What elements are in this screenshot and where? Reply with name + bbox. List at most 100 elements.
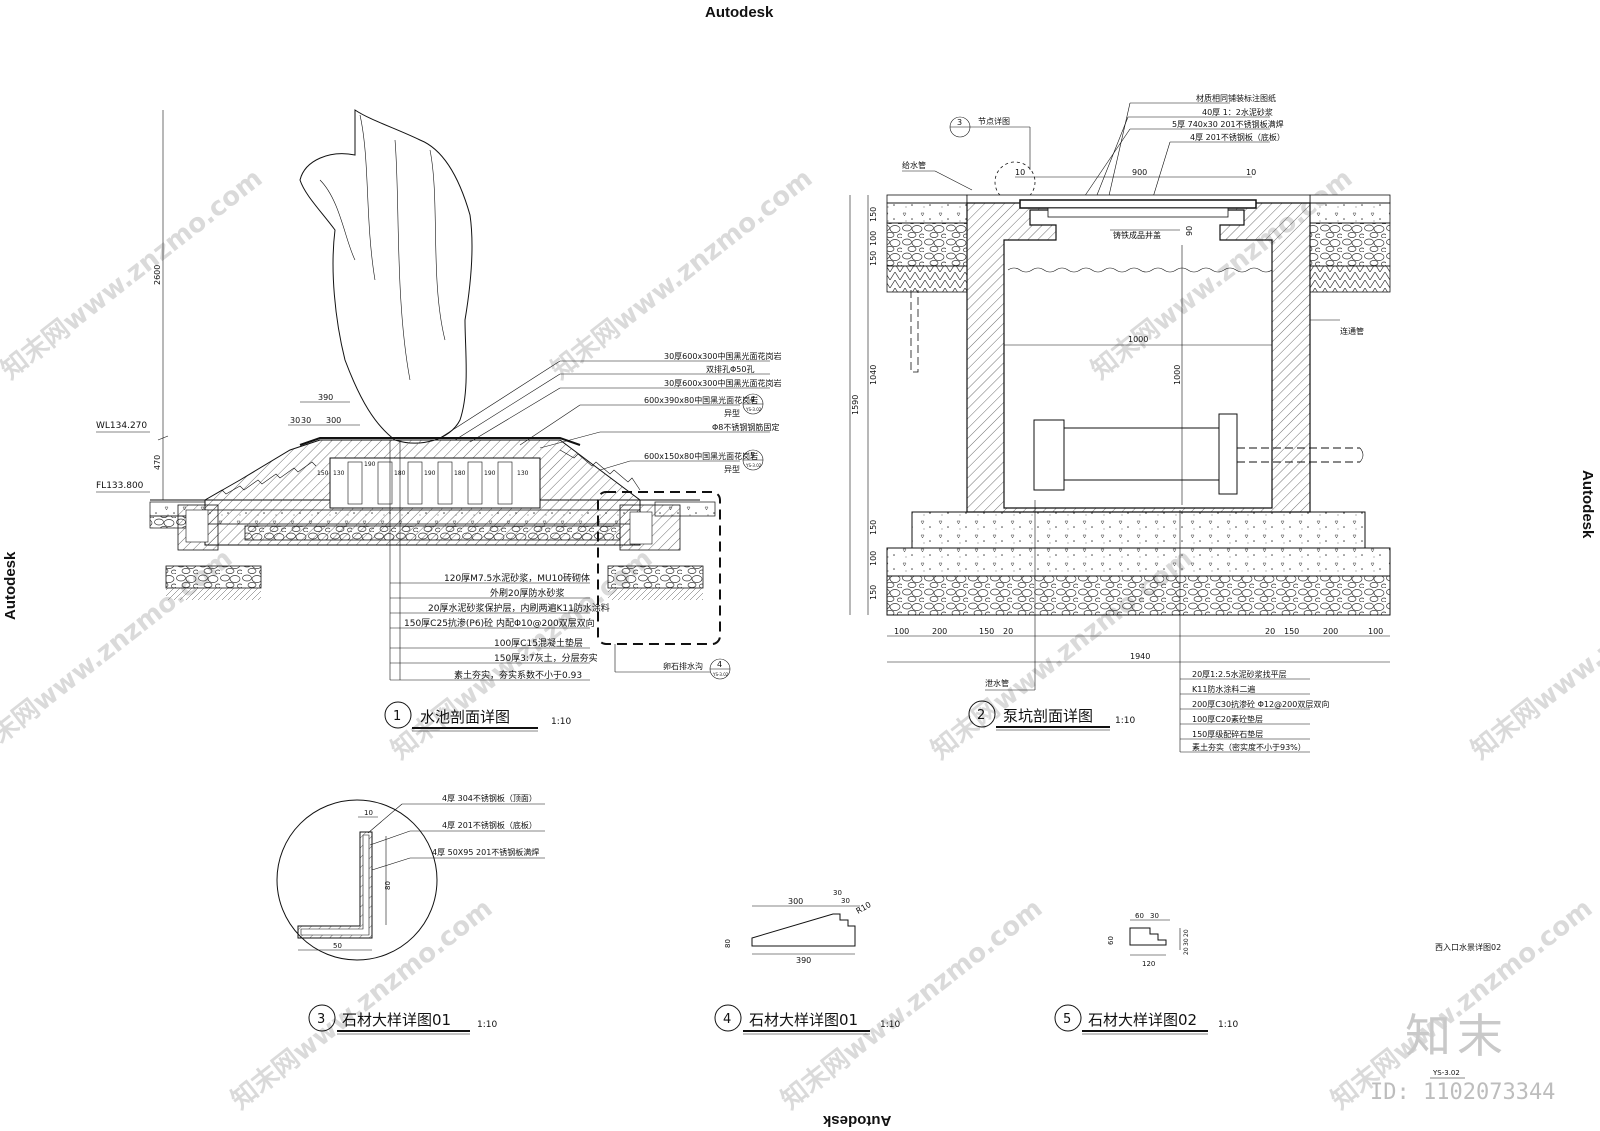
scale-label: 1:10 (477, 1020, 497, 1030)
label-supply-pipe: 给水管 (902, 160, 926, 170)
dim-bottom: 100 (1368, 627, 1383, 636)
node-label: 节点详图 (978, 116, 1010, 126)
dim-30: 30 (301, 416, 311, 425)
dim-90: 90 (1185, 226, 1194, 236)
pump (1033, 413, 1364, 495)
label-base-plate: 4厚 201不锈钢板（底板） (1190, 132, 1285, 142)
dim-60: 60 (1135, 912, 1144, 920)
dim-1040: 1040 (869, 365, 878, 385)
label-cover: 铸铁成品井盖 (1113, 230, 1161, 240)
label-granite-390: 600x390x80中国黑光面花岗岩 (644, 395, 758, 405)
dim-300: 300 (326, 416, 341, 425)
autodesk-watermark-bottom: Autodesk (823, 1112, 892, 1129)
site-watermark: 知末网www.znzmo.com (0, 163, 268, 385)
dim-right: 20 (1183, 947, 1190, 955)
title-number-circle (968, 700, 996, 728)
label-granite-2: 30厚600x300中国黑光面花岗岩 (664, 378, 781, 388)
dim-1590: 1590 (851, 395, 860, 415)
label-waterproof-mortar: 外刷20厚防水砂浆 (490, 587, 564, 599)
label-weld-plate: 4厚 50X95 201不锈钢板满焊 (432, 847, 539, 857)
detail-title: 水池剖面详图 (420, 708, 510, 726)
site-watermarks: 知末网www.znzmo.com 知末网www.znzmo.com 知末网www… (0, 163, 1600, 1115)
label-mortar: 40厚 1：2水泥砂浆 (1202, 107, 1273, 117)
label-shape: 异型 (724, 409, 740, 418)
dim-300: 300 (788, 897, 803, 906)
labels-bottom: 120厚M7.5水泥砂浆，MU10砖砌体 外刷20厚防水砂浆 20厚水泥砂浆保护… (404, 572, 610, 681)
dims-bottom: 100 200 150 20 20 150 200 100 (894, 627, 1383, 636)
title-number: 4 (723, 1012, 731, 1027)
dim-bottom: 200 (932, 627, 947, 636)
scale-label: 1:10 (880, 1020, 900, 1030)
floor-level: FL133.800 (96, 481, 144, 491)
stone-profile-4 (751, 913, 856, 947)
labels-top: 30厚600x300中国黑光面花岗岩 双排孔Φ50孔 30厚600x300中国黑… (644, 351, 781, 474)
dim-bottom: 150 (979, 627, 994, 636)
labels-top-pit: 材质相同铺装标注图纸 40厚 1：2水泥砂浆 5厚 740x30 201不锈钢板… (1172, 93, 1285, 142)
detail-title: 泵坑剖面详图 (1003, 707, 1093, 725)
dim-left: 150 (869, 251, 878, 266)
dim-30: 30 (833, 889, 842, 897)
label-c30: 200厚C30抗渗砼 Φ12@200双层双向 (1192, 699, 1329, 709)
label-drain: 卵石排水沟 (663, 661, 703, 671)
detail-title: 石材大样详图01 (342, 1011, 451, 1029)
water-level: WL134.270 (96, 421, 147, 431)
dim-30: 30 (1150, 912, 1159, 920)
detail-4-stone-01: 300 30 30 R10 390 80 4 石材大样详图01 1:10 (714, 889, 900, 1035)
detail-5-stone-02: 60 30 60 120 20 30 20 5 石材大样详图02 1:10 (1054, 912, 1238, 1035)
title-number: 1 (393, 709, 401, 724)
label-compacted-soil: 素土夯实，夯实系数不小于0.93 (454, 669, 582, 681)
dim-inner: 130 (333, 470, 345, 477)
dim-bottom: 150 (1284, 627, 1299, 636)
dim-inner: 190 (424, 470, 436, 477)
label-brick-wall: 120厚M7.5水泥砂浆，MU10砖砌体 (444, 572, 590, 584)
label-concrete-slab: 150厚C25抗渗(P6)砼 内配Φ10@200双层双向 (404, 617, 595, 629)
image-id: ID: 1102073344 (1370, 1080, 1556, 1105)
site-watermark: 知末网www.znzmo.com (776, 893, 1048, 1115)
detail-title: 石材大样详图01 (749, 1011, 858, 1029)
dim-left: 150 (869, 207, 878, 222)
stone-profile-5 (1129, 927, 1167, 946)
label-granite-150: 600x150x80中国黑光面花岗岩 (644, 451, 758, 461)
dim-right: 30 (1183, 938, 1190, 946)
sheet-ref: YS-3.02 (745, 407, 762, 412)
label-leveling: 20厚1:2.5水泥砂浆找平层 (1192, 669, 1287, 679)
sheet-ref: YS-3.02 (745, 463, 762, 468)
scale-label: 1:10 (1218, 1020, 1238, 1030)
title-number-circle (714, 1004, 742, 1032)
water-surface (1007, 267, 1273, 273)
dim-10: 10 (364, 809, 373, 817)
title-number-circle (384, 701, 412, 729)
label-top-plate: 4厚 304不锈钢板（顶面） (442, 793, 537, 803)
dim-80: 80 (384, 881, 392, 890)
label-granite-top: 30厚600x300中国黑光面花岗岩 (664, 351, 781, 361)
dim-bottom: 20 (1265, 627, 1275, 636)
dim-inner: 190 (364, 461, 376, 468)
scale-label: 1:10 (1115, 716, 1135, 726)
autodesk-watermark-left: Autodesk (2, 551, 19, 620)
autodesk-watermark-top: Autodesk (705, 4, 774, 21)
sheet-caption: 西入口水景详图02 (1435, 942, 1501, 952)
dim-470: 470 (153, 455, 162, 470)
drain-detail-outline (597, 491, 721, 645)
detail-ref-4: 4 (750, 395, 755, 404)
title-number: 2 (977, 708, 985, 723)
title-number: 5 (1063, 1012, 1071, 1027)
label-bottom-plate: 4厚 201不锈钢板（底板） (442, 820, 537, 830)
detail-ref-5: 5 (750, 451, 755, 460)
dim-10: 10 (1246, 168, 1256, 177)
site-watermark: 知末网www.znzmo.com (1466, 543, 1600, 765)
label-overflow: 连通管 (1340, 326, 1364, 336)
dim-inner: 180 (454, 470, 466, 477)
dim-left: 150 (869, 520, 878, 535)
dim-bottom: 20 (1003, 627, 1013, 636)
dim-bottom: 200 (1323, 627, 1338, 636)
label-soil: 素土夯实（密实度不小于93%） (1192, 742, 1306, 752)
detail-3-stone-01: 4厚 304不锈钢板（顶面） 4厚 201不锈钢板（底板） 4厚 50X95 2… (276, 793, 545, 1035)
autodesk-watermark-right: Autodesk (1579, 470, 1596, 539)
dim-30: 30 (841, 897, 850, 905)
label-c20: 100厚C20素砼垫层 (1192, 714, 1263, 724)
dim-10: 10 (1015, 168, 1025, 177)
label-lime-soil: 150厚3:7灰土，分层夯实 (494, 652, 598, 664)
detail-2-pump-pit: 材质相同铺装标注图纸 40厚 1：2水泥砂浆 5厚 740x30 201不锈钢板… (849, 93, 1391, 753)
dim-900: 900 (1132, 168, 1147, 177)
